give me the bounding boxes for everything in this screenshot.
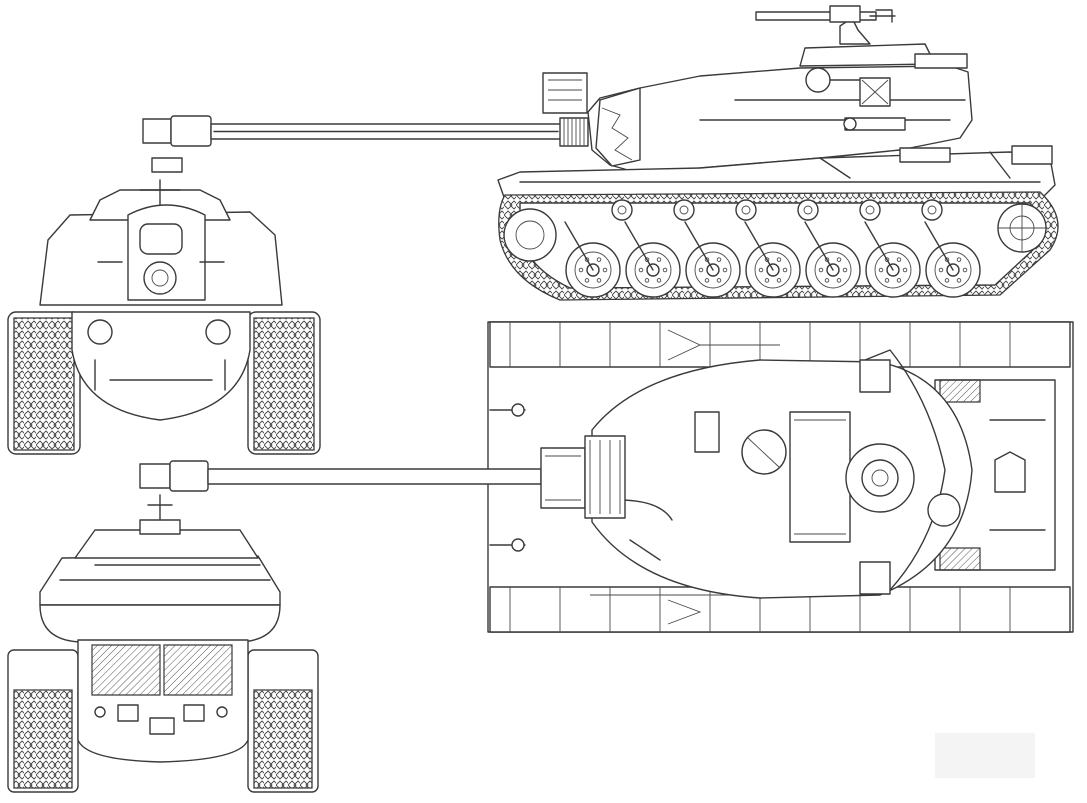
road-wheel (565, 222, 620, 297)
tank-top-view (140, 322, 1073, 632)
return-roller (612, 200, 632, 220)
gun-barrel-side (143, 116, 588, 146)
turret-side (543, 6, 972, 172)
road-wheels (565, 222, 980, 297)
road-wheel (865, 222, 920, 297)
suspension-side (499, 192, 1058, 300)
watermark-patch (935, 733, 1035, 778)
return-roller (674, 200, 694, 220)
return-roller (922, 200, 942, 220)
hull-side (498, 146, 1055, 200)
road-wheel (685, 222, 740, 297)
return-roller (860, 200, 880, 220)
road-wheel (745, 222, 800, 297)
road-wheel (925, 222, 980, 297)
return-rollers (612, 200, 942, 220)
tank-rear-view (8, 495, 318, 792)
tank-side-view (143, 6, 1058, 300)
road-wheel (805, 222, 860, 297)
return-roller (798, 200, 818, 220)
tank-front-view (8, 158, 320, 454)
return-roller (736, 200, 756, 220)
road-wheel (625, 222, 680, 297)
